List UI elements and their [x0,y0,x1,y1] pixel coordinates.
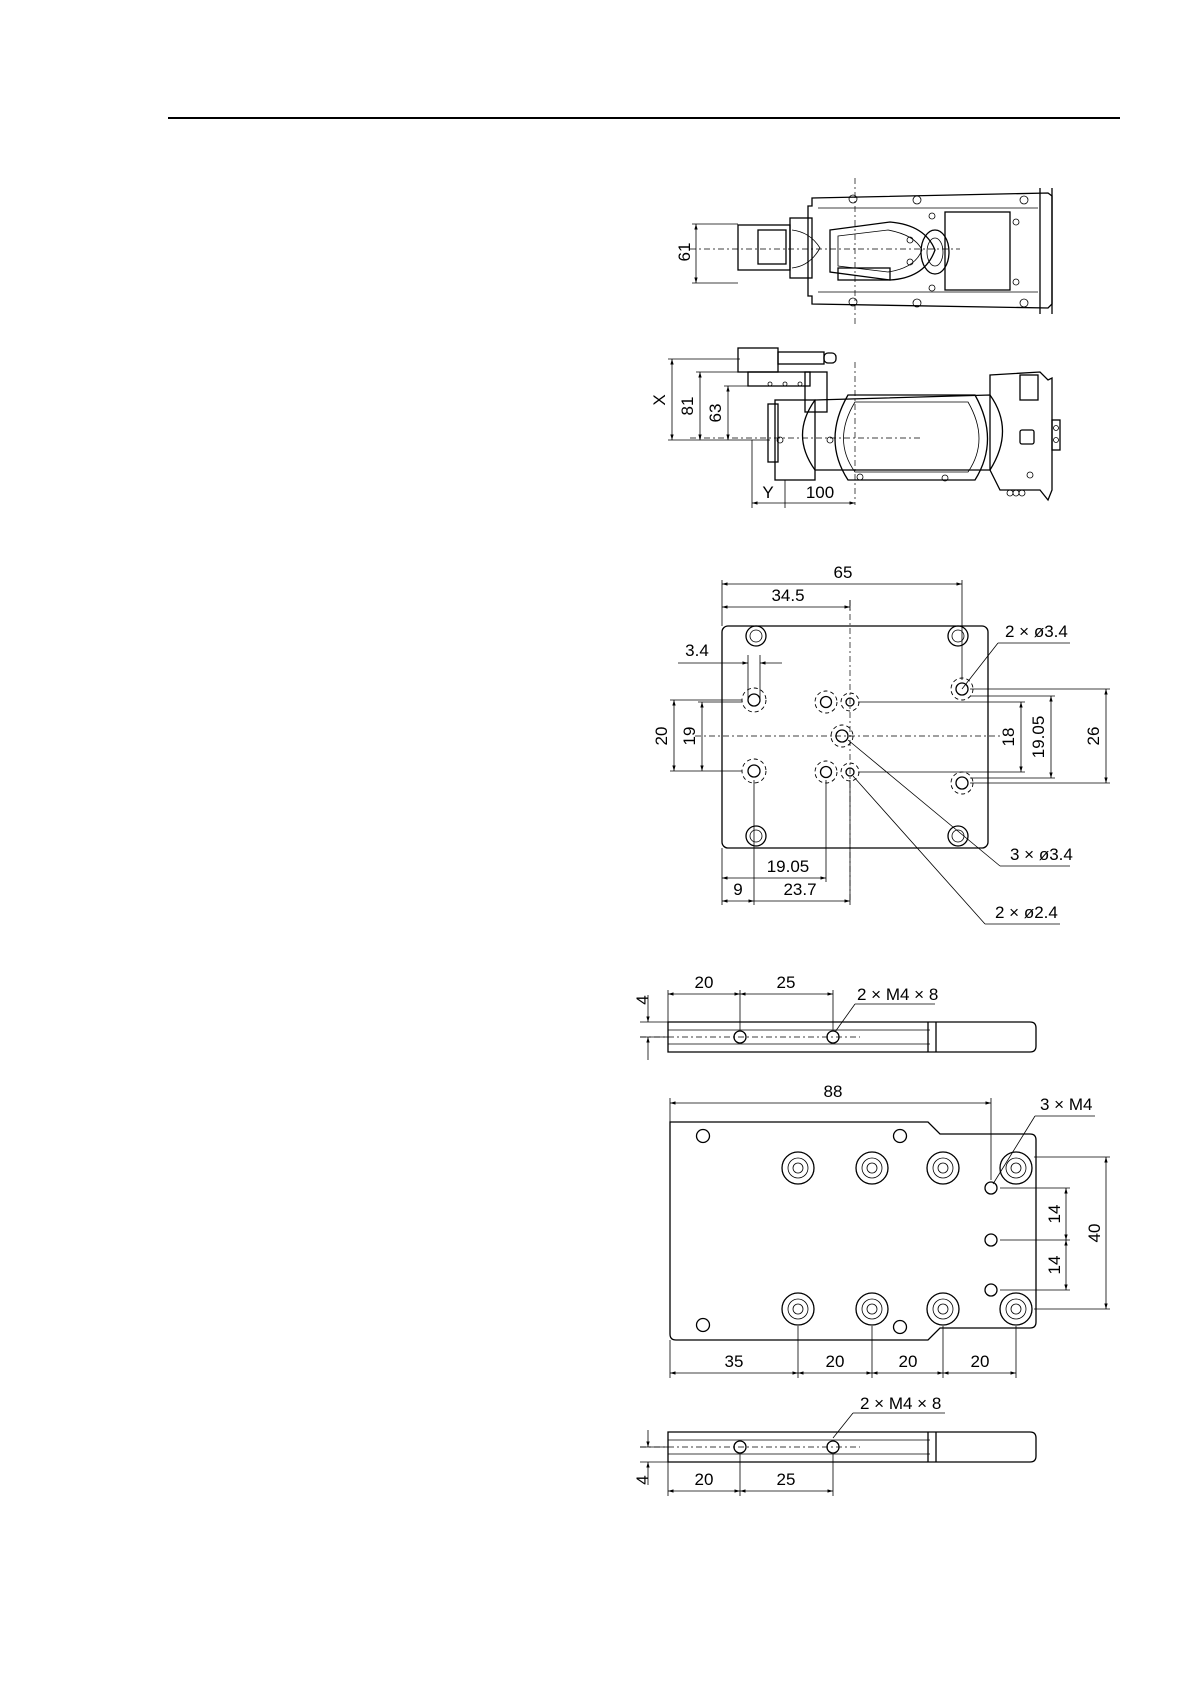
dim-25-top-plate: 25 [777,973,796,992]
side-view-base [990,372,1052,500]
dim-88: 88 [824,1082,843,1101]
dim-26: 26 [1084,727,1103,746]
dim-20-b: 20 [899,1352,918,1371]
side-view-arm [803,395,1003,470]
top-view-effector [738,225,790,270]
dim-18: 18 [999,728,1018,747]
dim-20-bottom-plate: 20 [695,1470,714,1489]
dim-x: X [650,394,669,405]
dim-25-bottom-plate: 25 [777,1470,796,1489]
side-view-gripper [738,348,778,372]
dim-35: 35 [725,1352,744,1371]
dim-81: 81 [678,397,697,416]
note-2x-d3-4: 2 × ø3.4 [1005,622,1068,641]
dim-20-a: 20 [826,1352,845,1371]
dim-20-c: 20 [971,1352,990,1371]
dim-4-top-plate: 4 [633,995,652,1004]
dim-100: 100 [806,483,834,502]
plate-main-outline [670,1122,1036,1340]
dim-19-05-h: 19.05 [767,857,810,876]
dim-4-bottom-plate: 4 [633,1475,652,1484]
dim-14-lower: 14 [1045,1256,1064,1275]
top-view-cover [945,212,1010,290]
note-2x-d2-4: 2 × ø2.4 [995,903,1058,922]
flange-view: 65 34.5 3.4 2 × ø3.4 20 19 18 19.05 26 [652,563,1110,924]
note-3x-m4: 3 × M4 [1040,1095,1092,1114]
top-view-body [808,193,1052,308]
dim-63: 63 [706,404,725,423]
dim-3-4: 3.4 [685,641,709,660]
plate-main-view: 88 3 × M4 14 14 40 35 20 20 20 [670,1082,1110,1378]
dim-65: 65 [834,563,853,582]
dim-20-left: 20 [652,727,671,746]
dim-20-top-plate: 20 [695,973,714,992]
dim-y: Y [762,483,773,502]
dim-34-5: 34.5 [771,586,804,605]
dim-9: 9 [733,880,742,899]
dim-19-05-v: 19.05 [1029,716,1048,759]
dim-14-upper: 14 [1045,1205,1064,1224]
note-m4-bottom-plate: 2 × M4 × 8 [860,1394,941,1413]
dim-40: 40 [1085,1224,1104,1243]
side-view: X 81 63 Y 100 [650,348,1060,508]
top-view: 61 [675,178,1052,326]
note-3x-d3-4: 3 × ø3.4 [1010,845,1073,864]
plate-top-edge-view: 20 25 4 2 × M4 × 8 [633,973,1036,1060]
plate-bottom-edge-view: 2 × M4 × 8 4 20 25 [633,1394,1036,1496]
dim-19: 19 [680,727,699,746]
flange-plate [722,626,988,848]
dim-61: 61 [675,243,694,262]
dim-23-7: 23.7 [783,880,816,899]
note-m4-top-plate: 2 × M4 × 8 [857,985,938,1004]
